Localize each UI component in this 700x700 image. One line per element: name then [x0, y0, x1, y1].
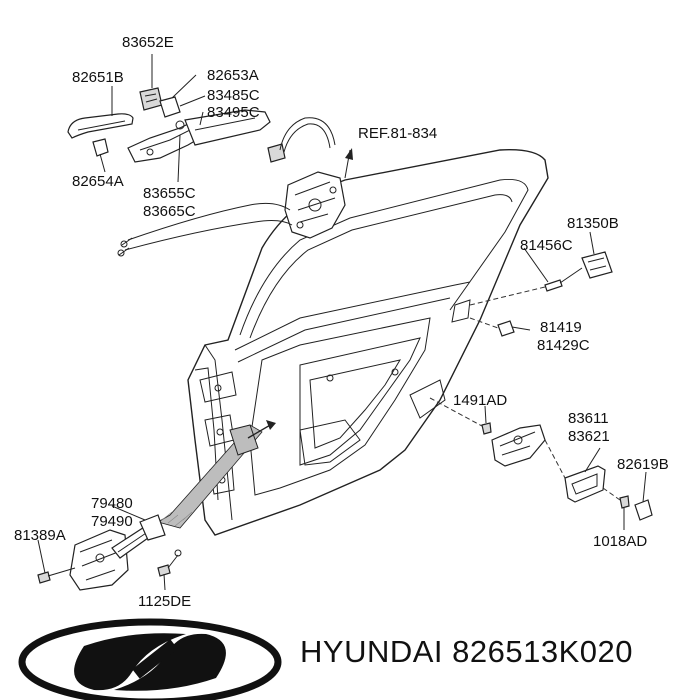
label-82619B: 82619B	[617, 456, 669, 473]
label-1491AD: 1491AD	[453, 392, 507, 409]
label-82654A: 82654A	[72, 173, 124, 190]
door-latch-assembly	[117, 148, 353, 257]
label-83485C: 83485C	[207, 87, 260, 104]
label-81456C: 81456C	[520, 237, 573, 254]
footer-text: HYUNDAI 826513K020	[300, 634, 633, 670]
label-81429C: 81429C	[537, 337, 590, 354]
door-hinge	[37, 514, 182, 591]
label-81419: 81419	[540, 319, 582, 336]
hyundai-logo	[18, 618, 282, 700]
striker-parts	[469, 251, 613, 337]
label-83611: 83611	[568, 410, 609, 427]
label-83665C: 83665C	[143, 203, 196, 220]
label-1018AD: 1018AD	[593, 533, 647, 550]
label-83621: 83621	[568, 428, 610, 445]
label-83655C: 83655C	[143, 185, 196, 202]
rear-door-panel	[187, 149, 549, 536]
label-82651B: 82651B	[72, 69, 124, 86]
label-83652E: 83652E	[122, 34, 174, 51]
inside-handle-parts	[429, 397, 653, 521]
door-check-strap	[156, 420, 276, 529]
label-1125DE: 1125DE	[138, 593, 191, 610]
label-83495C: 83495C	[207, 104, 260, 121]
label-79480: 79480	[91, 495, 133, 512]
brand-name: HYUNDAI	[300, 634, 444, 669]
label-ref-81-834: REF.81-834	[358, 125, 437, 142]
label-82653A: 82653A	[207, 67, 259, 84]
label-81389A: 81389A	[14, 527, 66, 544]
label-79490: 79490	[91, 513, 133, 530]
part-number: 826513K020	[452, 634, 633, 669]
part-labels: 83652E 82651B 82653A 83485C 83495C REF.8…	[14, 34, 669, 610]
outside-handle-parts	[67, 87, 336, 163]
label-81350B: 81350B	[567, 215, 619, 232]
leader-lines	[37, 54, 647, 591]
